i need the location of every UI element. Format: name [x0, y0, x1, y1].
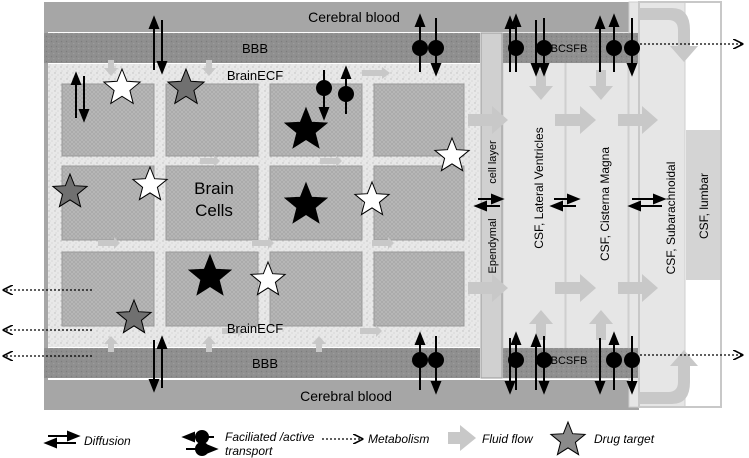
drug-target-star	[166, 67, 206, 105]
flow-arrow	[640, 8, 698, 62]
legend-metabolism-label: Metabolism	[368, 432, 429, 446]
drug-target-star	[283, 181, 329, 224]
fluid-flow-arrows	[468, 8, 698, 404]
csf-subarachnoidal-label: CSF, Subarachnoidal	[664, 162, 678, 275]
brain-cell	[373, 165, 465, 241]
flow-arrow	[555, 274, 596, 302]
drug-target-star	[353, 180, 391, 216]
flow-arrow	[529, 70, 553, 100]
cerebral-blood-left	[44, 2, 48, 410]
legend-diffusion-icon	[43, 430, 81, 449]
bbb-top-label: BBB	[242, 41, 268, 56]
flow-arrow	[372, 237, 394, 249]
brain-cell	[373, 83, 465, 157]
drug-target-star	[433, 136, 471, 172]
flow-arrow	[202, 60, 216, 76]
cerebral-blood-top	[44, 2, 639, 32]
legend-drug-target-label: Drug target	[594, 432, 655, 446]
flow-arrow	[529, 310, 553, 340]
legend-transport-icon	[181, 430, 219, 456]
csf-lumbar-label: CSF, lumbar	[697, 173, 711, 239]
flow-arrow	[555, 106, 596, 134]
legend-fluid-flow-label: Fluid flow	[482, 432, 534, 446]
brain-cell	[269, 251, 363, 327]
drug-targets	[51, 67, 471, 334]
brain-ecf-bottom-label: BrainECF	[227, 321, 283, 336]
flow-arrow	[200, 155, 220, 167]
cerebral-blood-top-label: Cerebral blood	[308, 9, 400, 25]
brain-cell	[165, 165, 259, 241]
flow-arrow	[312, 336, 326, 352]
transport-symbols	[316, 13, 640, 395]
bcsfb-bottom-label: BCSFB	[551, 355, 588, 367]
flow-arrow	[252, 237, 274, 249]
flow-arrow	[104, 60, 118, 76]
flow-arrow	[618, 106, 658, 134]
flow-arrow	[468, 274, 508, 302]
flow-arrow	[104, 336, 118, 352]
drug-target-star	[283, 106, 329, 149]
drug-target-star	[187, 253, 233, 296]
bbb-bottom-label: BBB	[252, 356, 278, 371]
cerebral-blood-bottom	[44, 380, 639, 410]
flow-arrow	[618, 274, 658, 302]
flow-arrow	[98, 237, 120, 249]
flow-arrow	[202, 336, 216, 352]
bbb-bottom-band	[44, 348, 480, 378]
legend-drug-target-icon	[549, 420, 587, 456]
drug-target-star	[102, 67, 142, 105]
drug-target-star	[249, 260, 287, 296]
bcsfb-top-label: BCSFB	[551, 43, 588, 55]
flow-arrow	[589, 310, 613, 340]
drug-target-star	[51, 172, 89, 208]
csf-lumbar-region	[686, 130, 720, 280]
metabolism-arrows	[4, 44, 742, 356]
brain-cells-label-line2: Cells	[195, 201, 233, 220]
brain-ecf-top-label: BrainECF	[227, 68, 283, 83]
flow-arrow	[589, 70, 613, 100]
legend: Diffusion Faciliated /active transport M…	[43, 420, 655, 458]
ecf-flow-arrows	[98, 60, 394, 352]
brain-cell	[373, 251, 465, 327]
brain-cell	[61, 83, 155, 157]
legend-transport-label-line2: transport	[225, 444, 273, 458]
cerebral-blood-bottom-label: Cerebral blood	[300, 388, 392, 404]
diffusion-arrows	[70, 15, 667, 395]
legend-diffusion-label: Diffusion	[84, 434, 131, 448]
drug-target-star	[115, 298, 153, 334]
flow-arrow	[360, 325, 382, 337]
brain-cells-label-line1: Brain	[194, 179, 234, 198]
flow-arrow	[468, 106, 508, 134]
cell-layer-label: cell layer	[487, 140, 499, 184]
flow-arrow	[320, 155, 342, 167]
flow-arrow	[222, 325, 244, 337]
ependymal-label: Ependymal	[487, 218, 499, 273]
csf-lateral-label: CSF, Lateral Ventricles	[532, 127, 546, 248]
legend-fluid-flow-icon	[448, 425, 476, 451]
legend-transport-label-line1: Faciliated /active	[225, 430, 315, 444]
bbb-top-band	[44, 33, 480, 63]
drug-target-star	[131, 165, 169, 201]
flow-arrow	[362, 67, 390, 79]
flow-arrow	[640, 350, 698, 404]
csf-cisterna-label: CSF, Cisterna Magna	[598, 147, 612, 261]
